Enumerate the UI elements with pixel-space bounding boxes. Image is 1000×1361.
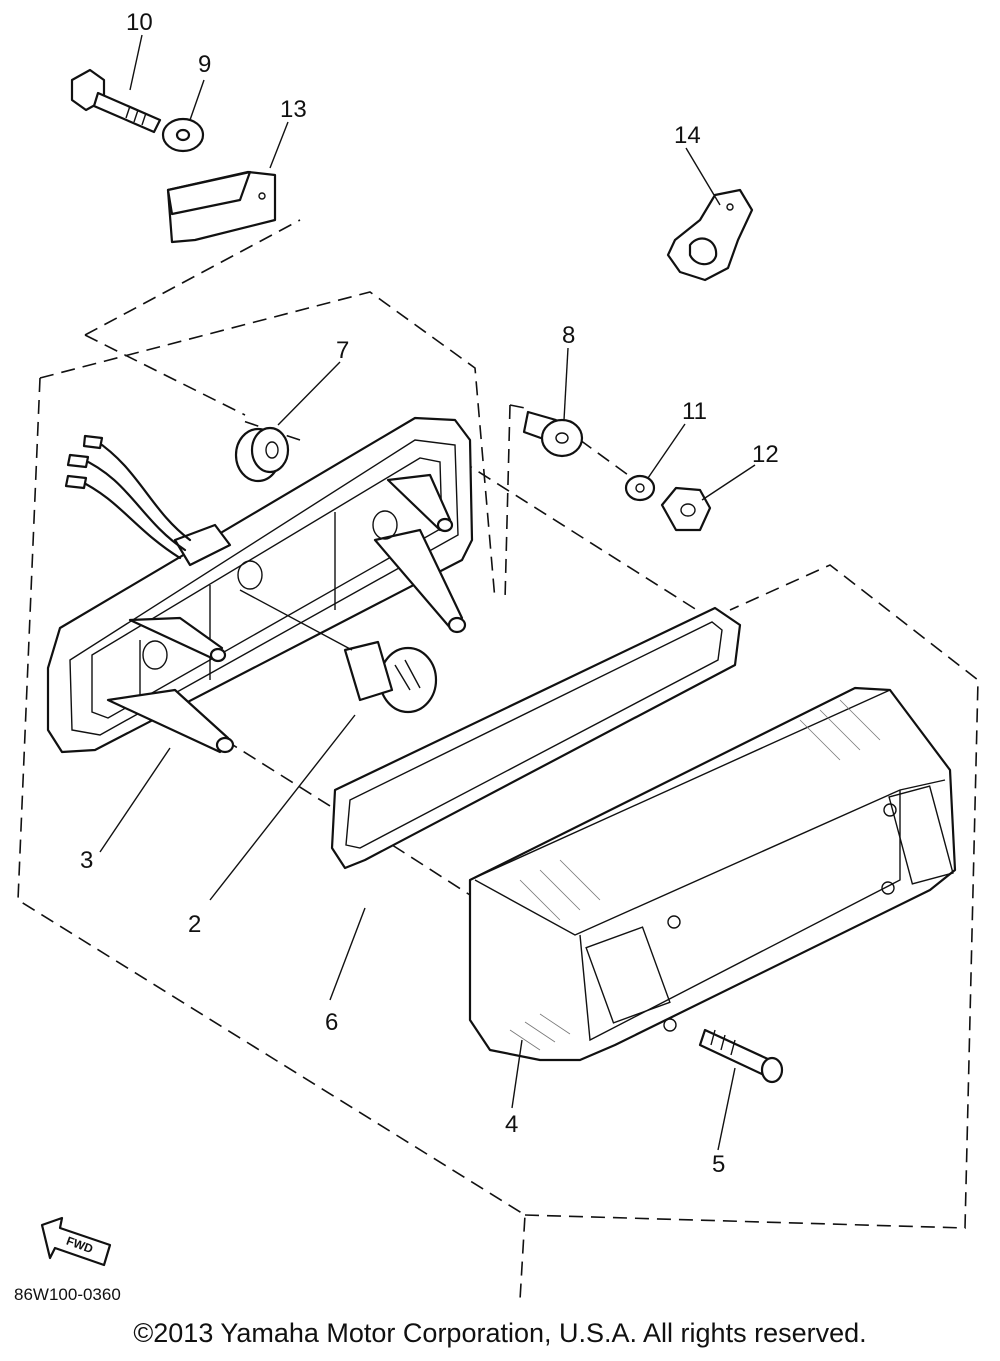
lamp-base-housing-part-3[interactable] <box>46 416 474 754</box>
forward-arrow-icon: FWD <box>40 1216 112 1267</box>
bolt-part-10[interactable] <box>70 68 162 134</box>
callout-11: 11 <box>682 398 707 425</box>
grommet-part-7[interactable] <box>234 426 290 483</box>
callout-12: 12 <box>752 441 779 468</box>
lens-hatching <box>509 699 881 1051</box>
bracket-part-13[interactable] <box>166 170 277 244</box>
callout-7: 7 <box>336 337 349 364</box>
lock-washer-part-11[interactable] <box>624 474 656 502</box>
bulb-part-2[interactable] <box>239 589 438 714</box>
callout-14: 14 <box>674 122 701 149</box>
callout-labels: 10 9 13 14 7 8 11 12 3 2 6 4 5 <box>80 9 779 1178</box>
callout-5: 5 <box>712 1151 725 1178</box>
callout-9: 9 <box>198 51 211 78</box>
callout-13: 13 <box>280 96 307 123</box>
lens-part-4[interactable] <box>468 686 957 1062</box>
collar-part-8[interactable] <box>522 410 584 458</box>
callout-4: 4 <box>505 1111 518 1138</box>
screw-part-5[interactable] <box>698 1028 784 1084</box>
assembly-dashed-outline <box>17 219 979 1301</box>
nut-part-12[interactable] <box>660 486 712 532</box>
wiring-leads <box>64 434 192 560</box>
callout-3: 3 <box>80 847 93 874</box>
leader-lines <box>99 34 756 1151</box>
clamp-part-14[interactable] <box>666 188 754 282</box>
gasket-part-6[interactable] <box>330 606 742 870</box>
drawing-code: 86W100-0360 <box>14 1285 121 1304</box>
callout-6: 6 <box>325 1009 338 1036</box>
callout-8: 8 <box>562 322 575 349</box>
callout-2: 2 <box>188 911 201 938</box>
callout-10: 10 <box>126 9 153 36</box>
washer-part-9[interactable] <box>161 117 205 153</box>
copyright-notice: ©2013 Yamaha Motor Corporation, U.S.A. A… <box>133 1318 867 1348</box>
